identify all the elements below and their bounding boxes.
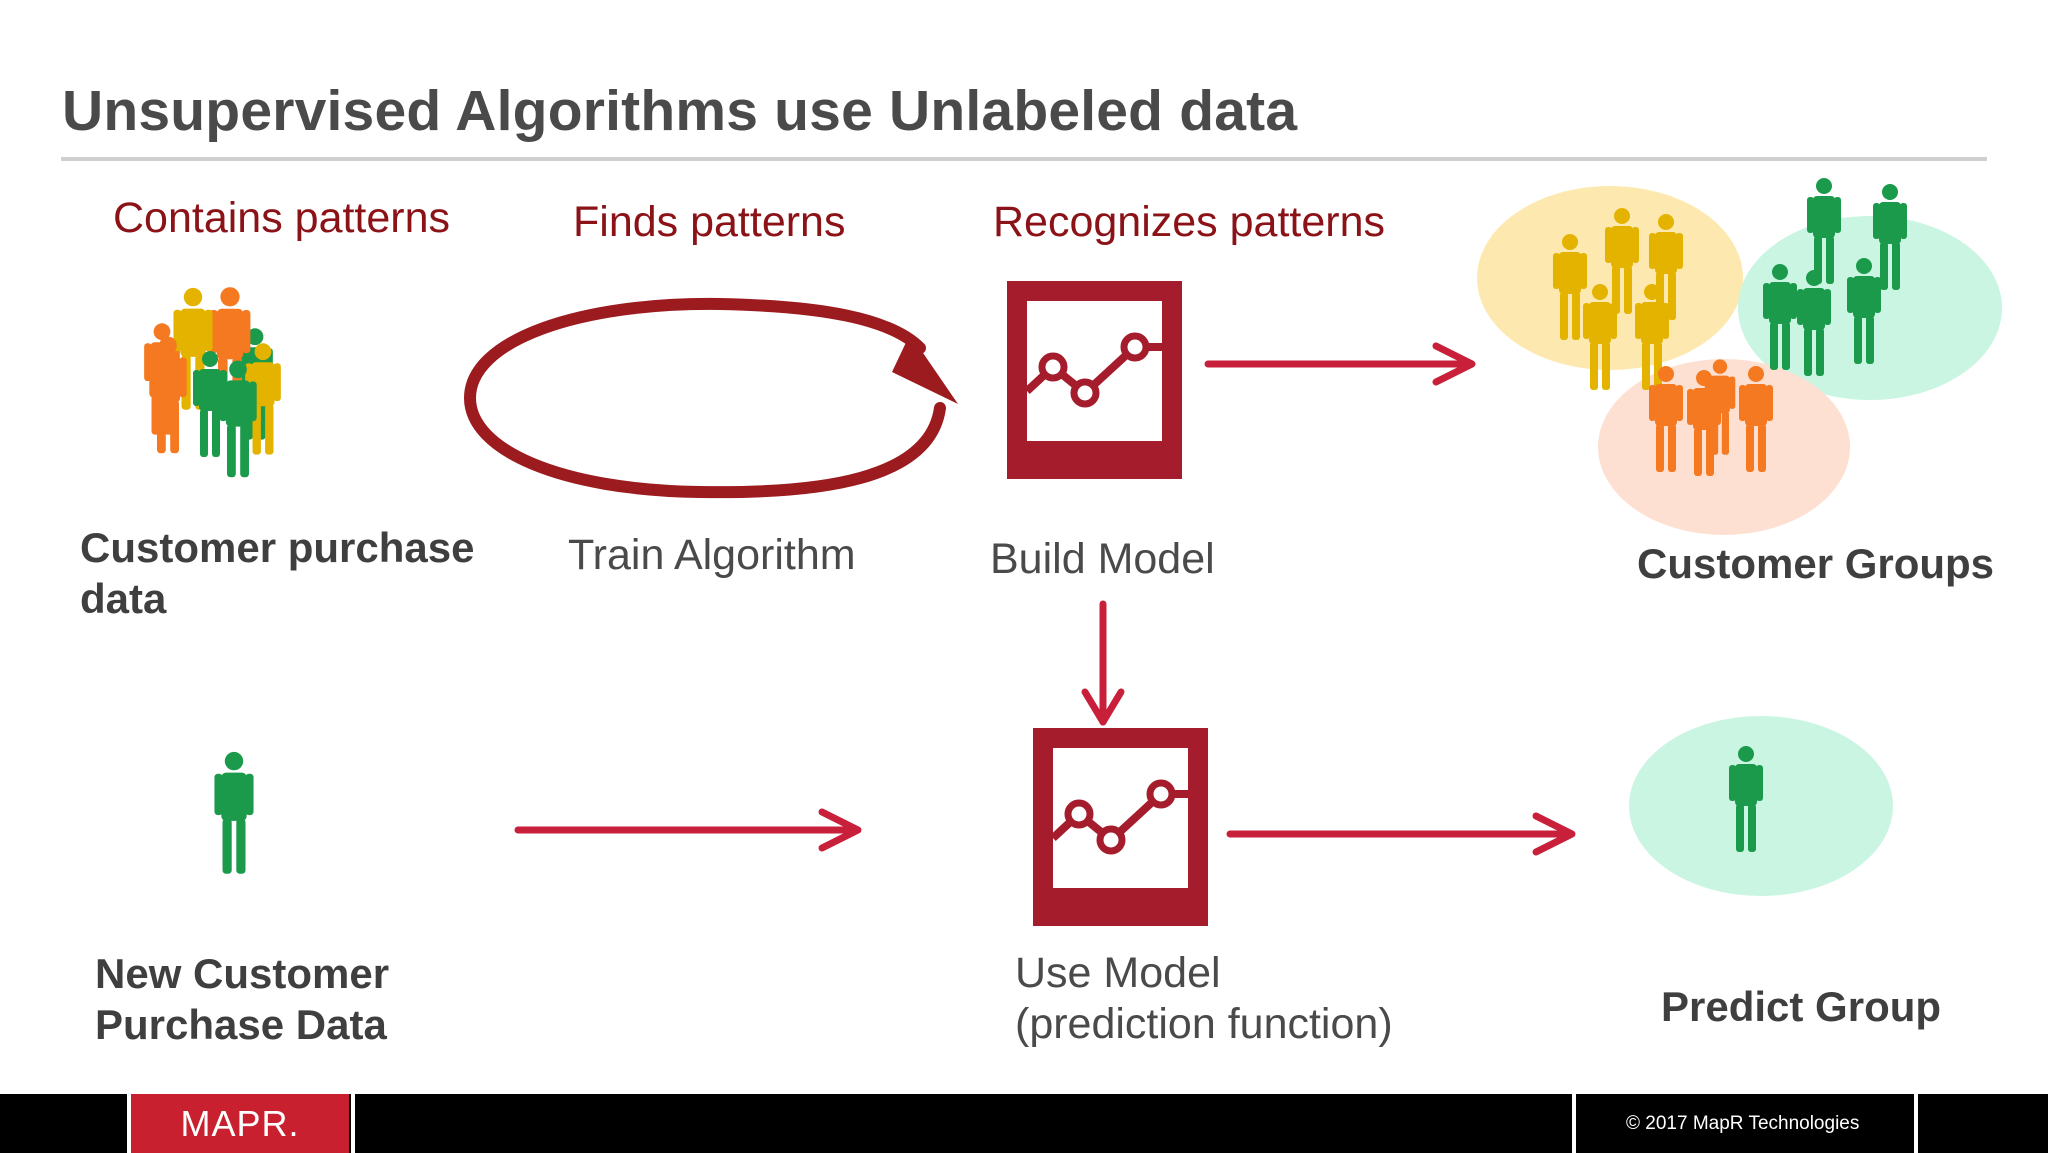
footer-separator	[1914, 1094, 1918, 1153]
customer-groups-clusters	[1477, 178, 2002, 535]
arrow-new-data-to-model	[514, 808, 862, 852]
new-customer-person-icon	[214, 751, 254, 874]
title-divider	[61, 157, 1987, 161]
label-customer-groups: Customer Groups	[1637, 540, 1995, 587]
label-customer-purchase-data: Customer purchase data	[80, 524, 475, 622]
label-train-algorithm: Train Algorithm	[568, 531, 856, 579]
crowd-icon	[144, 287, 281, 478]
footer-bar: MAPR. © 2017 MapR Technologies	[0, 1094, 2048, 1153]
label-predict-group: Predict Group	[1661, 983, 1942, 1030]
line-chart-icon	[1007, 281, 1182, 479]
arrow-model-to-groups	[1204, 342, 1476, 386]
label-use-model: Use Model (prediction function)	[1015, 949, 1393, 1048]
arrow-model-to-predict	[1226, 812, 1576, 856]
mapr-logo: MAPR.	[131, 1094, 349, 1153]
slide-title: Unsupervised Algorithms use Unlabeled da…	[62, 79, 1298, 143]
cycle-arrow-icon	[463, 297, 958, 499]
footer-separator	[351, 1094, 355, 1153]
label-new-customer-purchase-data: New Customer Purchase Data	[95, 950, 390, 1048]
arrow-build-to-use	[1081, 600, 1125, 726]
footer-separator	[1572, 1094, 1576, 1153]
phase-contains-patterns: Contains patterns	[113, 194, 451, 242]
logo-text: MAPR.	[180, 1102, 300, 1144]
label-build-model: Build Model	[990, 535, 1215, 583]
line-chart-icon	[1033, 728, 1208, 926]
copyright-text: © 2017 MapR Technologies	[1626, 1113, 1860, 1134]
phase-recognizes-patterns: Recognizes patterns	[993, 198, 1385, 246]
predicted-group-cluster	[1629, 716, 1893, 896]
footer-separator	[127, 1094, 131, 1153]
phase-finds-patterns: Finds patterns	[573, 198, 846, 246]
